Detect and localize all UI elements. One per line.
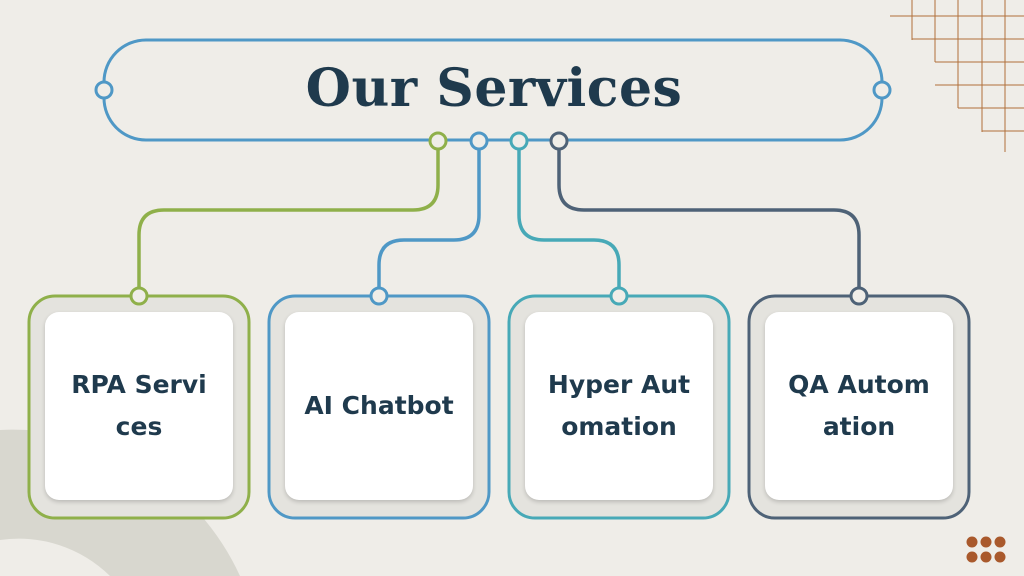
service-card-qa-automation[interactable]: QA Automation (765, 312, 953, 500)
service-card-rpa[interactable]: RPA Services (45, 312, 233, 500)
node-card-hyper-automation (609, 286, 629, 306)
connector-rpa (137, 150, 440, 296)
service-label-ai-chatbot: AI Chatbot (304, 391, 454, 420)
service-label-rpa: RPA Services (71, 370, 207, 441)
service-card-hyper-automation[interactable]: Hyper Automation (525, 312, 713, 500)
title-frame-left-node (94, 80, 114, 100)
connector-ai-chatbot (377, 150, 481, 296)
service-label-hyper-automation: Hyper Automation (547, 370, 691, 441)
node-top-ai-chatbot (469, 131, 489, 151)
node-top-qa-automation (549, 131, 569, 151)
decorative-dots (966, 536, 1006, 563)
title-frame-right-node (872, 80, 892, 100)
decorative-grid (890, 0, 1024, 152)
node-card-ai-chatbot (369, 286, 389, 306)
node-card-qa-automation (849, 286, 869, 306)
connector-qa-automation (557, 150, 861, 296)
service-card-ai-chatbot[interactable]: AI Chatbot (285, 312, 473, 500)
connector-hyper-automation (517, 150, 621, 296)
page-title: Our Services (305, 57, 683, 119)
service-label-qa-automation: QA Automation (788, 370, 930, 441)
node-top-hyper-automation (509, 131, 529, 151)
node-card-rpa (129, 286, 149, 306)
node-top-rpa (428, 131, 448, 151)
